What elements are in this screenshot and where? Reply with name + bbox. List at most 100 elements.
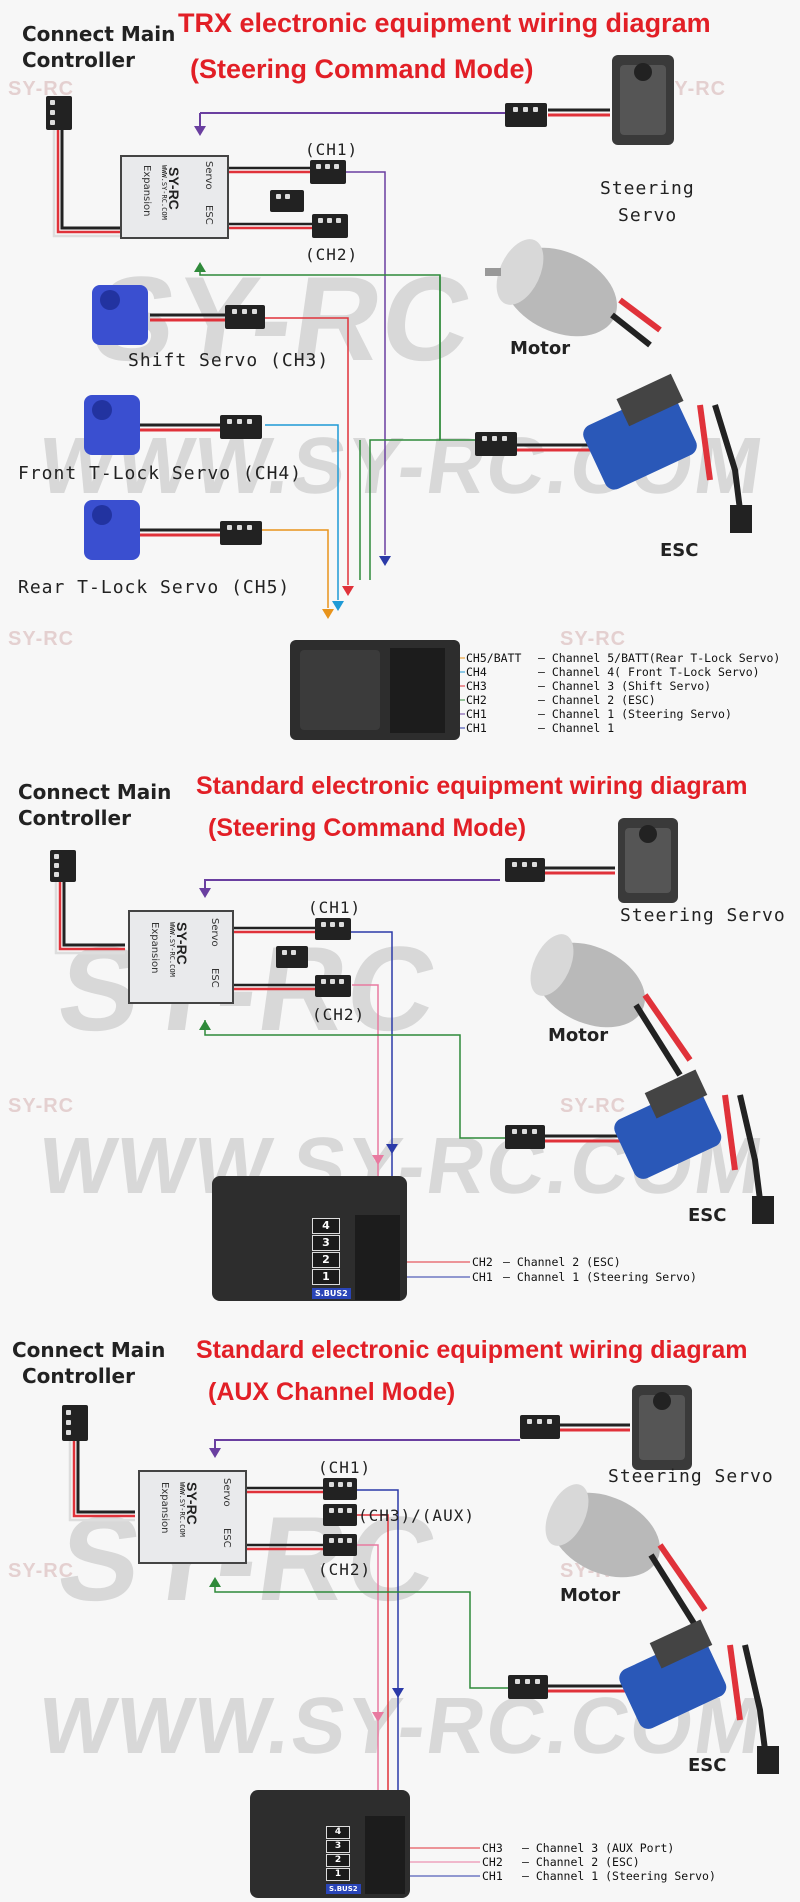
- ch1-plug: [310, 160, 346, 184]
- module-site: WWW.SY-RC.COM: [168, 922, 176, 977]
- rear-lock-plug: [220, 521, 262, 545]
- section-2-wires: [54, 866, 620, 1278]
- rear-lock-servo: [84, 500, 140, 560]
- connect-label: Controller: [22, 48, 135, 72]
- ch1-tag: (CH1): [308, 898, 362, 917]
- section-title: TRX electronic equipment wiring diagram: [178, 8, 711, 38]
- rx-ch-label: CH2: [466, 693, 487, 707]
- module-site: WWW.SY-RC.COM: [178, 1482, 186, 1537]
- steering-servo-label: Steering Servo: [608, 1466, 774, 1487]
- steering-servo-3: [632, 1385, 692, 1470]
- motor-1: [485, 239, 662, 348]
- rx-ch-desc: — Channel 3 (Shift Servo): [538, 679, 712, 693]
- esc-plug: [508, 1675, 548, 1699]
- steering-servo-label: Steering Servo: [620, 905, 786, 926]
- watermark-text: SY-RC: [8, 78, 75, 100]
- ch3-plug: [323, 1504, 357, 1526]
- rx-ch-desc: — Channel 1 (Steering Servo): [538, 707, 732, 721]
- steering-servo-1: [612, 55, 674, 145]
- motor-label: Motor: [548, 1025, 609, 1046]
- shift-servo: [92, 285, 148, 345]
- rear-lock-label: Rear T-Lock Servo (CH5): [18, 577, 291, 598]
- rx-port-number: 3: [312, 1235, 340, 1251]
- connect-label: Controller: [18, 806, 131, 830]
- rx-ch-label: CH1: [466, 707, 487, 721]
- main-controller-plug: [46, 96, 72, 130]
- sbus-label: S.BUS2: [326, 1884, 361, 1894]
- module-servo-label: Servo: [203, 161, 214, 190]
- motor-label: Motor: [510, 338, 571, 359]
- rx-ch-label: CH3: [466, 679, 487, 693]
- front-lock-label: Front T-Lock Servo (CH4): [18, 463, 303, 484]
- connect-label: Connect Main: [12, 1338, 166, 1362]
- watermark-text: SY-RC: [8, 628, 75, 650]
- rx-ch-label: CH1: [466, 721, 487, 735]
- sy-rc-module: SY-RC WWW.SY-RC.COM Expansion Servo ESC: [120, 155, 229, 239]
- rx-port-number: 2: [312, 1252, 340, 1268]
- rx-port-number: 2: [326, 1854, 350, 1867]
- module-logo: SY-RC: [184, 1482, 200, 1525]
- rx-ch-label: CH3: [482, 1841, 503, 1855]
- ch3-aux-tag: (CH3)/(AUX): [358, 1506, 475, 1525]
- rx-ch-desc: — Channel 2 (ESC): [522, 1855, 640, 1869]
- ch2-tag: (CH2): [305, 245, 359, 264]
- ch1-tag: (CH1): [305, 140, 359, 159]
- receiver-2: [212, 1176, 407, 1301]
- rx-port-number: 4: [326, 1826, 350, 1839]
- watermark-text: SY-RC: [8, 1095, 75, 1117]
- module-esc-label: ESC: [203, 205, 214, 225]
- ch1-plug: [315, 918, 351, 940]
- ch1-plug: [323, 1478, 357, 1500]
- esc-3: [619, 1619, 779, 1774]
- rx-ch-desc: — Channel 2 (ESC): [503, 1255, 621, 1269]
- esc-1: [583, 373, 752, 533]
- steering-servo-plug: [505, 103, 547, 127]
- esc-2: [614, 1069, 774, 1224]
- module-expansion-label: Expansion: [141, 165, 152, 217]
- section-subtitle: (Steering Command Mode): [208, 814, 527, 842]
- steering-servo-label: Servo: [618, 205, 678, 226]
- steering-servo-label: Steering: [600, 178, 695, 199]
- motor-2: [530, 934, 693, 1077]
- main-controller-plug: [50, 850, 76, 882]
- ch2-plug: [312, 214, 348, 238]
- watermark-text: SY-RC: [560, 628, 627, 650]
- ch2-plug: [323, 1534, 357, 1556]
- rx-ch-label: CH2: [472, 1255, 493, 1269]
- esc-label: ESC: [688, 1205, 727, 1226]
- ch1-tag: (CH1): [318, 1458, 372, 1477]
- rx-ch-desc: — Channel 2 (ESC): [538, 693, 656, 707]
- sy-rc-module: SY-RC WWW.SY-RC.COM Expansion Servo ESC: [138, 1470, 247, 1564]
- watermark-text: SY-RC: [660, 78, 727, 100]
- steering-servo-plug: [520, 1415, 560, 1439]
- module-expansion-label: Expansion: [149, 922, 160, 974]
- section-3-wires: [68, 1423, 630, 1877]
- module-servo-label: Servo: [209, 918, 220, 947]
- rx-ch-desc: — Channel 4( Front T-Lock Servo): [538, 665, 760, 679]
- rx-ch-label: CH5/BATT: [466, 651, 522, 665]
- rx-ch-label: CH2: [482, 1855, 503, 1869]
- rx-ch-desc: — Channel 3 (AUX Port): [522, 1841, 675, 1855]
- spare-plug: [270, 190, 304, 212]
- steering-servo-plug: [505, 858, 545, 882]
- shift-servo-plug: [225, 305, 265, 329]
- rx-ch-desc: — Channel 1 (Steering Servo): [522, 1869, 716, 1883]
- esc-plug: [505, 1125, 545, 1149]
- section-1-wires: [52, 108, 610, 729]
- module-logo: SY-RC: [166, 167, 182, 210]
- ch2-tag: (CH2): [318, 1560, 372, 1579]
- module-servo-label: Servo: [221, 1478, 232, 1507]
- module-esc-label: ESC: [221, 1528, 232, 1548]
- ch2-tag: (CH2): [312, 1005, 366, 1024]
- rx-ch-label: CH1: [472, 1270, 493, 1284]
- front-lock-servo: [84, 395, 140, 455]
- ch2-plug: [315, 975, 351, 997]
- rx-port-number: 3: [326, 1840, 350, 1853]
- rx-port-number: 1: [326, 1868, 350, 1881]
- rx-ch-desc: — Channel 1 (Steering Servo): [503, 1270, 697, 1284]
- esc-label: ESC: [688, 1755, 727, 1776]
- esc-label: ESC: [660, 540, 699, 561]
- sy-rc-module: SY-RC WWW.SY-RC.COM Expansion Servo ESC: [128, 910, 234, 1004]
